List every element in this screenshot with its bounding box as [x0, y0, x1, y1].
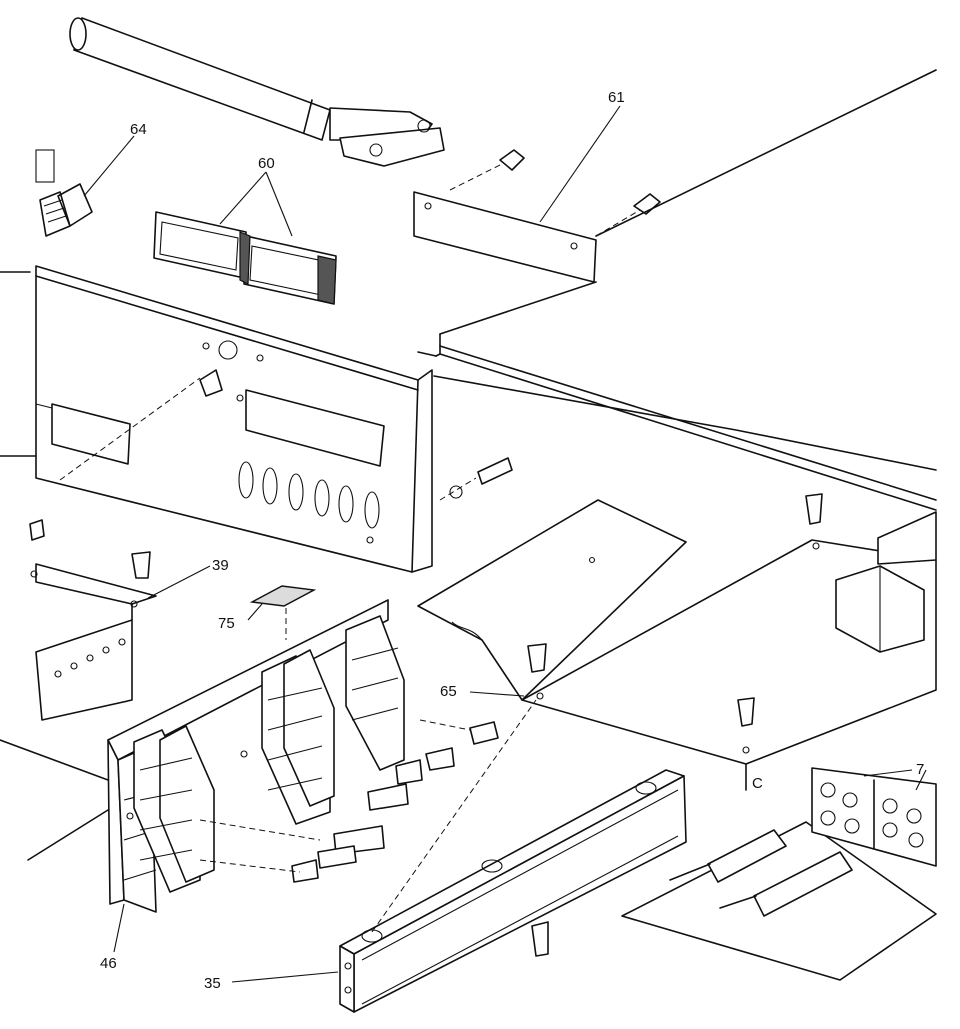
side-screw — [439, 457, 513, 501]
callout-61: 61 — [608, 89, 625, 106]
handle-rod — [69, 17, 445, 167]
jack-block-7 — [811, 767, 937, 867]
transistor-screws — [199, 719, 499, 883]
pushbuttons-60 — [153, 211, 337, 305]
chassis-top — [417, 69, 937, 511]
circuit-board-c — [417, 493, 937, 791]
leader-lines — [83, 105, 927, 983]
callout-c: C — [752, 775, 763, 792]
front-panel — [0, 265, 433, 573]
callout-75: 75 — [218, 615, 235, 632]
callout-35: 35 — [204, 975, 221, 992]
callout-60: 60 — [258, 155, 275, 172]
rail-35 — [339, 699, 687, 1013]
callout-46: 46 — [100, 955, 117, 972]
callout-64: 64 — [130, 121, 147, 138]
lower-board — [621, 821, 937, 981]
base-plate — [0, 455, 109, 861]
callout-39: 39 — [212, 557, 229, 574]
bracket-39 — [29, 519, 157, 721]
callout-65: 65 — [440, 683, 457, 700]
knob-64 — [35, 149, 93, 237]
bracket-61 — [413, 149, 661, 283]
callout-labels: 61 64 60 39 75 65 C 7 46 35 — [100, 89, 924, 992]
pad-75 — [249, 585, 317, 640]
heatsink-46 — [107, 599, 405, 913]
callout-7: 7 — [916, 761, 924, 778]
